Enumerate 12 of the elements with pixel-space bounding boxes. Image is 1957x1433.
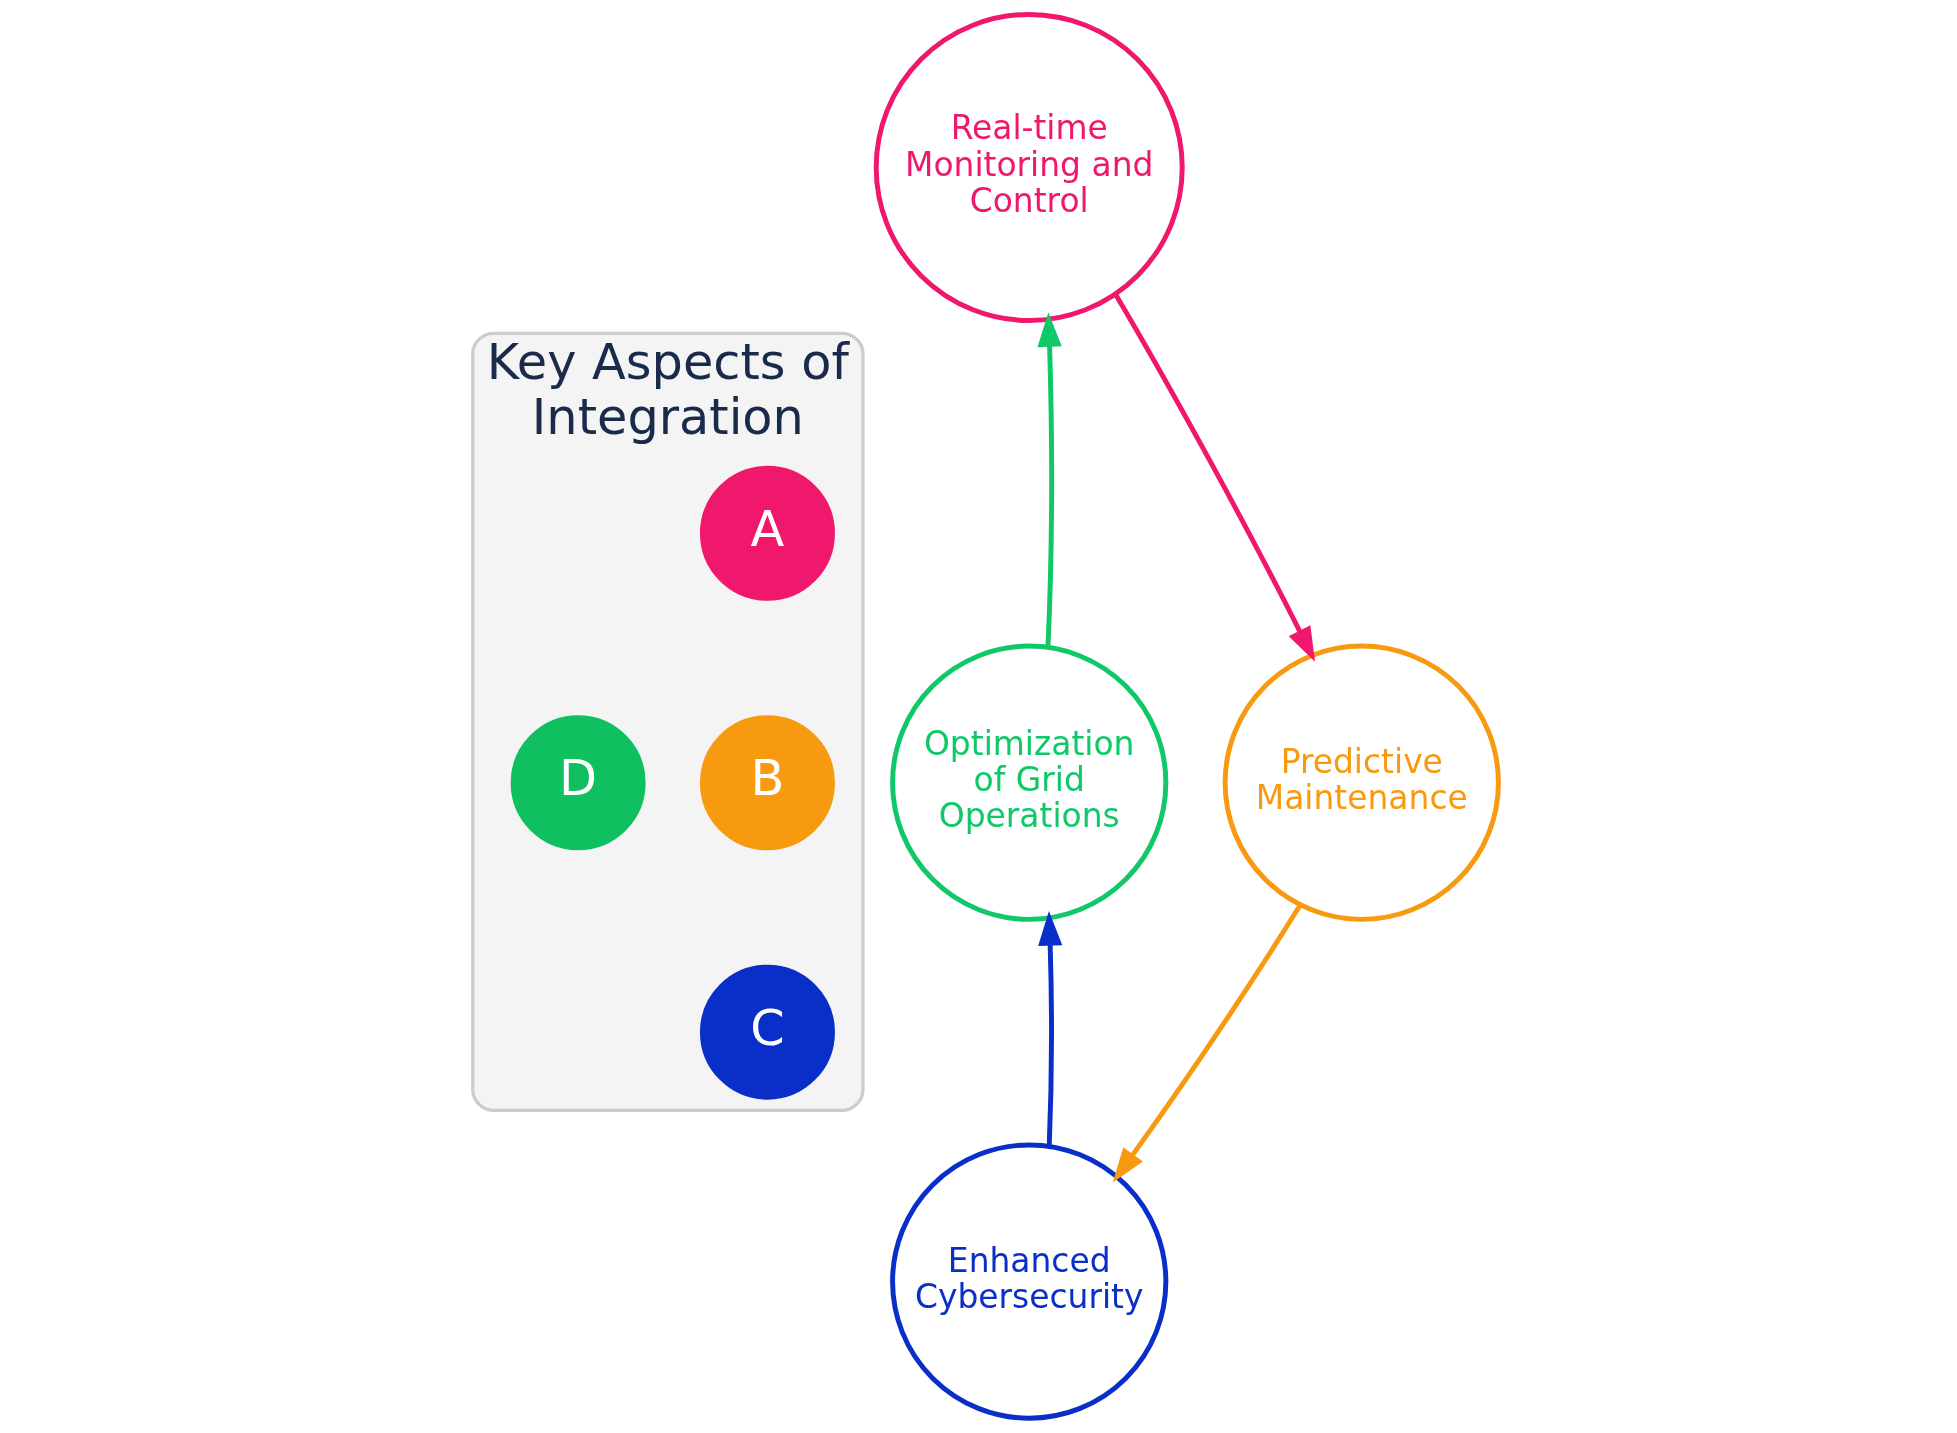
node-circle: C	[699, 964, 835, 1100]
node-circle: Predictive Maintenance	[1222, 643, 1501, 922]
node-circle: D	[510, 715, 646, 851]
node-circle: Enhanced Cybersecurity	[889, 1142, 1168, 1421]
arrow	[1037, 312, 1062, 648]
node-circle: B	[699, 715, 835, 851]
node-circle: A	[699, 465, 835, 601]
arrow	[1112, 903, 1302, 1183]
node-circle: Real-time Monitoring and Control	[873, 11, 1185, 323]
arrow	[1112, 292, 1315, 662]
node-circle: Optimization of Grid Operations	[889, 643, 1168, 922]
arrow	[1037, 911, 1062, 1147]
